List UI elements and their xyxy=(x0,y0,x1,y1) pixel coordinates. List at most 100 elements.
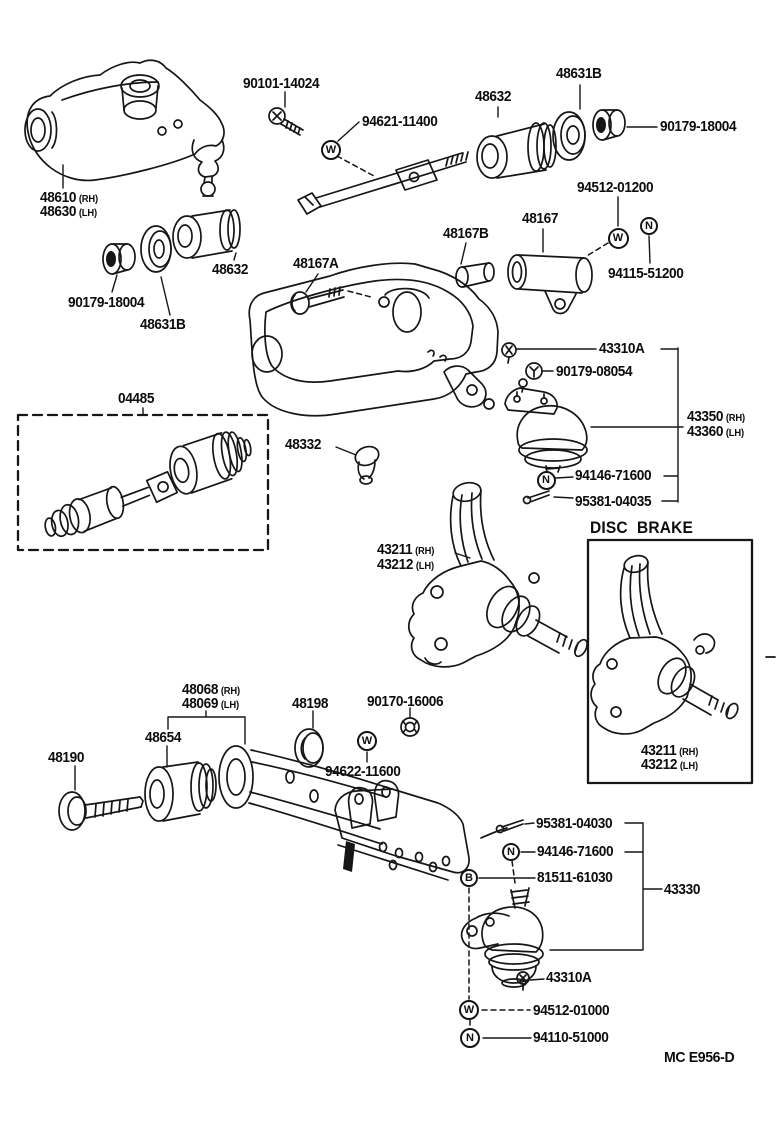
grommet-90179-right-drawing xyxy=(592,109,626,141)
label-90179-08054: 90179-08054 xyxy=(556,365,633,380)
label-43212-disc: 43212(LH) xyxy=(641,758,698,773)
plug-48332-drawing xyxy=(354,445,380,485)
circled-w-94512-01000: W xyxy=(459,1000,479,1020)
label-48632-top: 48632 xyxy=(475,90,511,105)
part-number-text: 94146-71600 xyxy=(575,468,652,484)
part-number-text: 90179-18004 xyxy=(660,119,737,135)
circled-n-94115: N xyxy=(640,217,658,235)
side-suffix: (LH) xyxy=(415,561,434,572)
label-94146-71600-upper: 94146-71600 xyxy=(575,468,652,484)
label-95381-04035: 95381-04035 xyxy=(575,495,652,510)
part-number-text: 94146-71600 xyxy=(537,844,614,860)
part-number-text: 43360 xyxy=(687,424,724,440)
label-48068: 48068(RH) xyxy=(182,683,240,698)
part-number-text: DISC BRAKE xyxy=(590,519,694,537)
upper-control-arm-drawing xyxy=(24,59,225,197)
label-90179-18004-right: 90179-18004 xyxy=(660,119,737,135)
part-number-text: 48654 xyxy=(145,730,182,746)
part-number-text: 43211 xyxy=(641,743,677,759)
side-suffix: (RH) xyxy=(415,546,435,557)
side-suffix: (LH) xyxy=(78,208,97,219)
part-number-text: 48632 xyxy=(212,262,249,278)
part-number-text: 04485 xyxy=(118,391,155,407)
label-disc-brake-title: DISC BRAKE xyxy=(590,520,693,537)
part-number-text: 81511-61030 xyxy=(537,870,613,886)
label-94622-11600: 94622-11600 xyxy=(325,764,401,780)
part-number-text: MC E956-D xyxy=(664,1049,735,1066)
part-number-text: 48332 xyxy=(285,437,322,453)
washer-48631b-right-drawing xyxy=(552,111,586,161)
circled-b-81511: B xyxy=(460,869,478,887)
washer-48631b-left-drawing xyxy=(140,225,172,273)
part-number-text: 48198 xyxy=(292,696,329,712)
part-number-text: 43212 xyxy=(377,557,414,573)
part-number-text: 90179-18004 xyxy=(68,295,145,311)
label-48198: 48198 xyxy=(292,697,328,712)
label-48167: 48167 xyxy=(522,212,558,227)
disc-brake-box xyxy=(586,538,776,785)
kit-04485-box xyxy=(16,413,270,552)
part-number-text: 94622-11600 xyxy=(325,764,401,780)
part-number-text: 94512-01200 xyxy=(577,180,654,196)
side-suffix: (RH) xyxy=(679,747,699,758)
label-48167b: 48167B xyxy=(443,227,489,242)
part-number-text: 48190 xyxy=(48,750,85,766)
part-number-text: 48631B xyxy=(556,66,602,82)
bolt-48167a-drawing xyxy=(290,286,372,315)
grommet-90179-08054-drawing xyxy=(518,362,543,393)
upper-arm-center-drawing xyxy=(248,262,499,417)
lower-arm-drawing xyxy=(218,745,470,881)
side-suffix: (LH) xyxy=(725,428,744,439)
upper-ball-joint-drawing xyxy=(504,387,588,473)
label-94512-01000: 94512-01000 xyxy=(533,1004,610,1019)
cotter-pin-95381-04030-drawing xyxy=(480,819,524,839)
part-number-text: 90101-14024 xyxy=(243,76,320,92)
part-number-text: 95381-04030 xyxy=(536,816,613,832)
pin-48167b-drawing xyxy=(455,262,495,288)
lower-ball-joint-drawing xyxy=(460,887,544,988)
side-suffix: (RH) xyxy=(725,413,745,424)
label-48069: 48069(LH) xyxy=(182,697,239,712)
part-number-text: 48630 xyxy=(40,204,77,220)
clamp-48167-drawing xyxy=(507,242,609,315)
bolt-48190-drawing xyxy=(58,791,144,831)
label-81511-61030: 81511-61030 xyxy=(537,870,613,886)
label-43211-main: 43211(RH) xyxy=(377,543,434,558)
part-number-text: 48610 xyxy=(40,190,77,206)
bolt-43310a-bottom-drawing xyxy=(516,971,530,991)
label-48610: 48610(RH) xyxy=(40,191,98,206)
part-number-text: 48167 xyxy=(522,211,559,227)
part-number-text: 43212 xyxy=(641,757,678,773)
label-43360: 43360(LH) xyxy=(687,425,744,440)
bushing-48654-drawing xyxy=(144,761,217,822)
circled-n-94110: N xyxy=(460,1028,480,1048)
part-number-text: 48167B xyxy=(443,226,489,242)
label-48631b-top: 48631B xyxy=(556,67,602,82)
label-48167a: 48167A xyxy=(293,257,339,272)
label-95381-04030: 95381-04030 xyxy=(536,816,613,832)
label-94621-11400: 94621-11400 xyxy=(362,115,438,130)
bushing-48632-left-drawing xyxy=(172,209,241,259)
label-90179-18004-left: 90179-18004 xyxy=(68,295,145,311)
part-number-text: 94115-51200 xyxy=(608,266,684,282)
label-43212-main: 43212(LH) xyxy=(377,558,434,573)
circled-n-94146-upper: N xyxy=(536,470,556,490)
side-suffix: (LH) xyxy=(679,761,698,772)
circled-w-94512-01200: W xyxy=(607,227,629,249)
label-94115-51200: 94115-51200 xyxy=(608,266,684,282)
part-number-text: 90170-16006 xyxy=(367,694,444,710)
part-number-text: 43310A xyxy=(599,341,645,357)
label-43330: 43330 xyxy=(664,883,700,898)
label-48632-left: 48632 xyxy=(212,263,248,278)
label-mc-code: MC E956-D xyxy=(664,1049,735,1066)
side-suffix: (RH) xyxy=(220,686,240,697)
label-48630: 48630(LH) xyxy=(40,205,97,220)
grommet-90179-left-drawing xyxy=(102,243,136,275)
label-43350: 43350(RH) xyxy=(687,410,745,425)
part-number-text: 43211 xyxy=(377,542,413,558)
label-48190: 48190 xyxy=(48,751,84,766)
label-48654: 48654 xyxy=(145,731,181,746)
nut-90170-drawing xyxy=(400,717,420,737)
label-94110-51000: 94110-51000 xyxy=(533,1031,609,1046)
